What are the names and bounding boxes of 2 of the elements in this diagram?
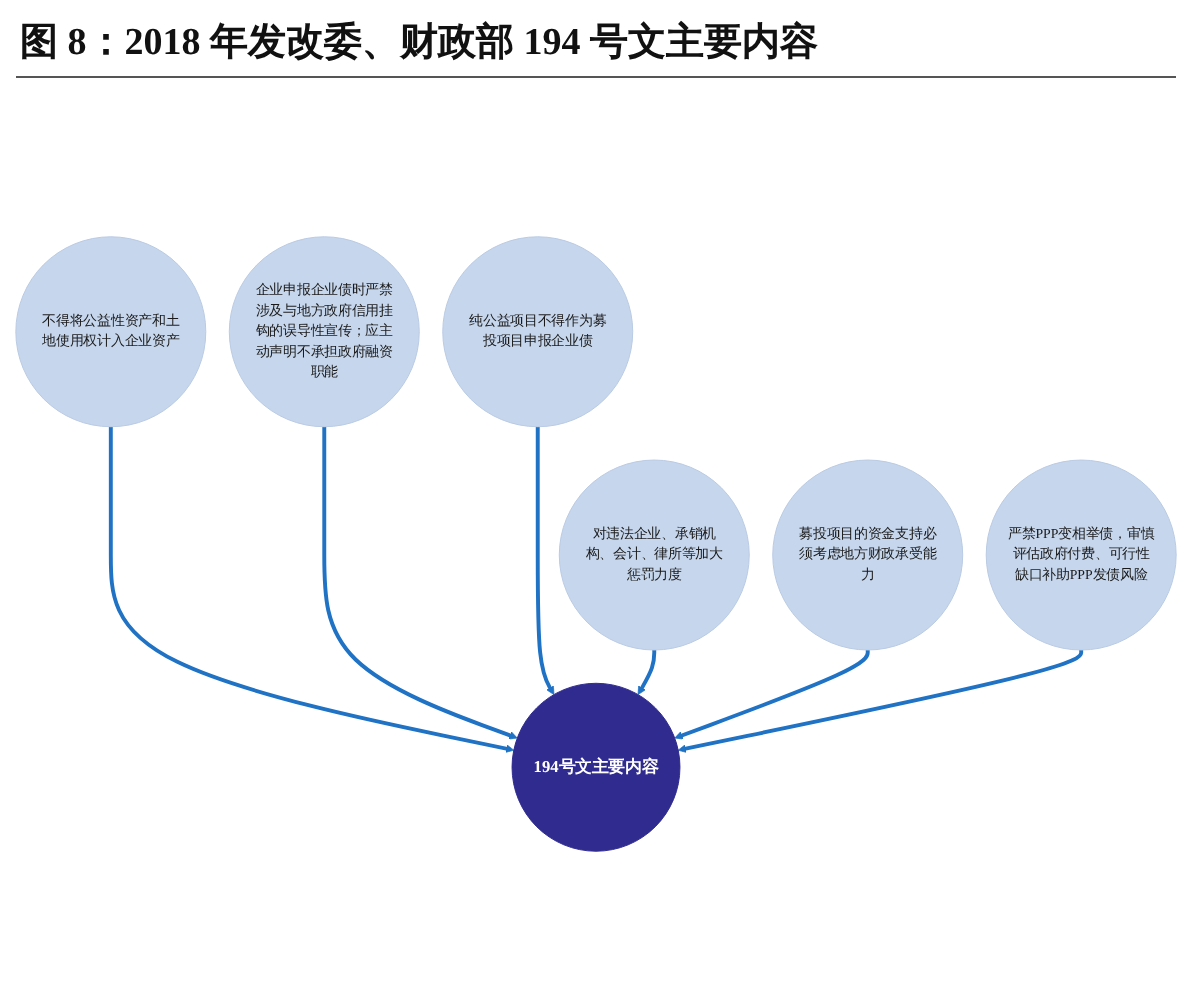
diagram-title: 图 8：2018 年发改委、财政部 194 号文主要内容 bbox=[20, 19, 818, 68]
hub-circle: 194号文主要内容 bbox=[511, 682, 681, 852]
